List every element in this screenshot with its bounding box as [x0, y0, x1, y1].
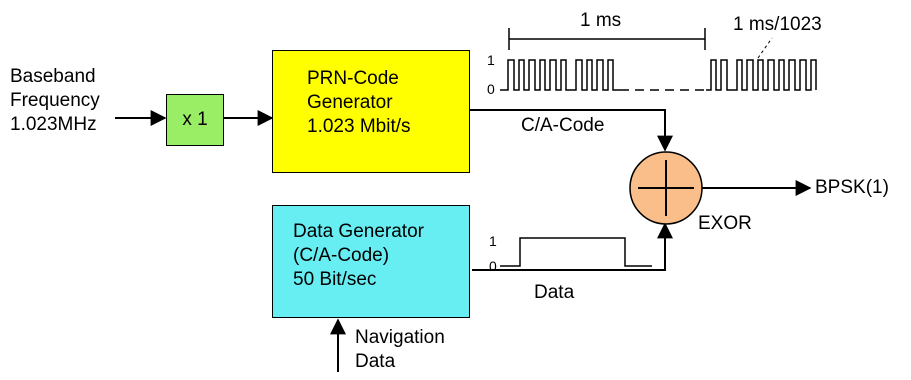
input-line-3: 1.023MHz: [10, 114, 97, 135]
prn-generator-block: PRN-Code Generator 1.023 Mbit/s: [272, 50, 470, 173]
ca-code-label: C/A-Code: [521, 115, 605, 136]
navigation-label: Navigation Data: [355, 326, 445, 374]
navigation-line-2: Data: [355, 351, 396, 372]
input-line-2: Frequency: [10, 90, 100, 111]
data-gen-line-3: 50 Bit/sec: [293, 269, 377, 290]
ca-level-high: 1: [487, 52, 495, 68]
data-gen-line-1: Data Generator: [293, 221, 424, 242]
exor-label: EXOR: [698, 213, 752, 234]
prn-line-3: 1.023 Mbit/s: [307, 116, 411, 137]
input-label: Baseband Frequency 1.023MHz: [10, 65, 100, 137]
data-gen-line-2: (C/A-Code): [293, 245, 390, 266]
chip-duration-label: 1 ms/1023: [733, 14, 822, 35]
navigation-line-1: Navigation: [355, 327, 445, 348]
prn-line-2: Generator: [307, 92, 393, 113]
ca-code-path: [470, 109, 673, 152]
data-label: Data: [534, 282, 575, 303]
output-label: BPSK(1): [815, 177, 889, 198]
data-level-high: 1: [489, 233, 497, 249]
data-generator-block: Data Generator (C/A-Code) 50 Bit/sec: [272, 205, 470, 318]
prn-line-1: PRN-Code: [307, 68, 399, 89]
period-span-marker: [508, 28, 706, 50]
ca-level-low: 0: [487, 81, 495, 97]
ca-code-waveform: [500, 37, 817, 91]
multiplier-block: x 1: [166, 94, 224, 146]
input-line-1: Baseband: [10, 66, 96, 87]
exor-symbol: [629, 151, 703, 225]
data-path: [472, 222, 673, 271]
data-waveform: [500, 237, 652, 267]
period-label: 1 ms: [580, 10, 622, 31]
data-level-low: 0: [489, 258, 497, 274]
multiplier-label: x 1: [182, 109, 208, 130]
